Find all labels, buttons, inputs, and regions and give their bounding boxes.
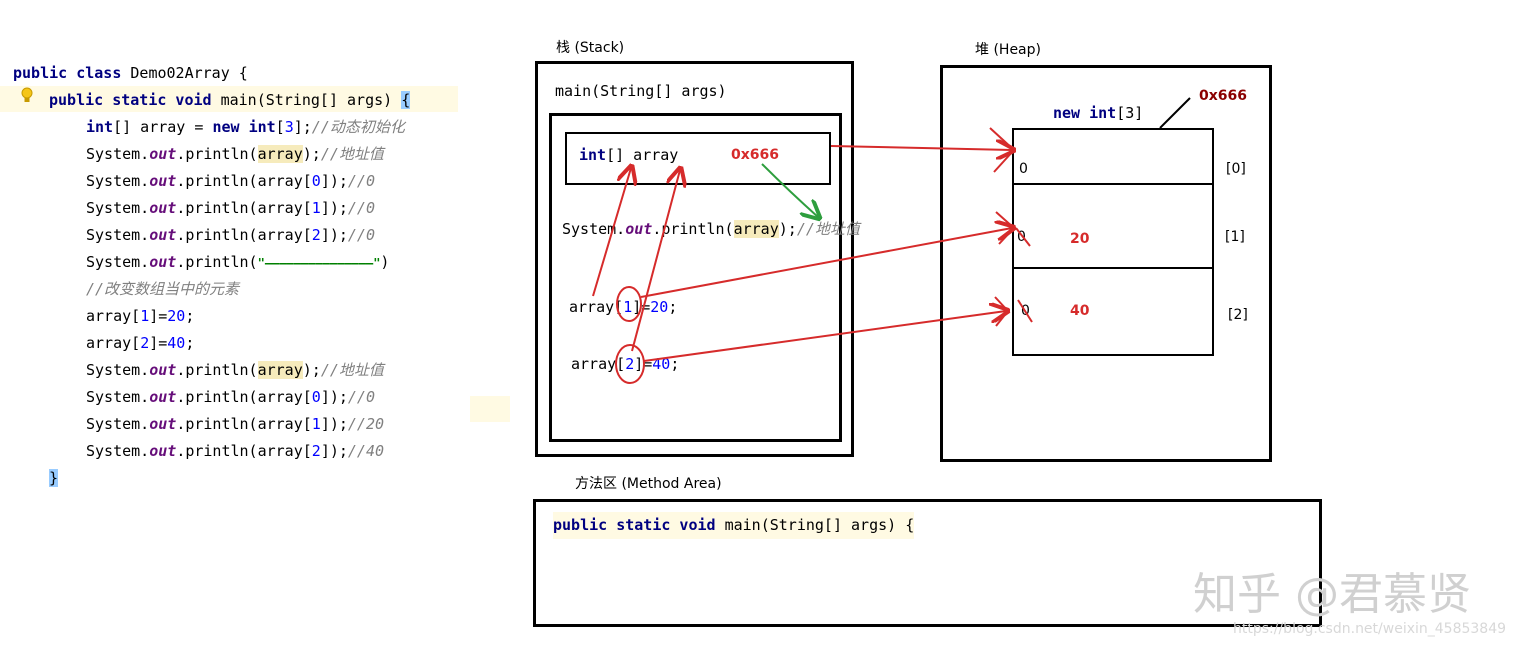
- code-line-14: System.out.println(array[1]);//20: [86, 415, 385, 433]
- code-line-13: System.out.println(array[0]);//0: [86, 388, 375, 406]
- code-line-main: public static void main(String[] args) {: [49, 91, 411, 109]
- circle-index-1: [616, 286, 642, 322]
- heap-cell-1-old: 0: [1017, 229, 1026, 245]
- code-line-class: public class Demo02Array {: [13, 64, 248, 82]
- heap-box: [940, 65, 1272, 462]
- code-line-7: System.out.println(array[2]);//0: [86, 226, 375, 244]
- current-line-highlight: [0, 86, 458, 112]
- heap-address: 0x666: [1199, 88, 1247, 104]
- arrow-index2-to-var: [631, 170, 680, 352]
- arrow-head-1-lower: [998, 227, 1015, 245]
- heap-cell-0-index: [0]: [1226, 161, 1246, 177]
- stack-frame-label: main(String[] args): [555, 82, 727, 100]
- stack-frame-box: [549, 113, 842, 442]
- code-line-6: System.out.println(array[1]);//0: [86, 199, 375, 217]
- arrow-head-1-upper: [995, 211, 1015, 229]
- arrow-head-0-upper: [989, 127, 1015, 151]
- lightbulb-icon[interactable]: [20, 87, 34, 105]
- heap-cell-2-index: [2]: [1228, 307, 1248, 323]
- code-line-15: System.out.println(array[2]);//40: [86, 442, 385, 460]
- heap-new-label: new int[3]: [1053, 104, 1144, 122]
- strike-cell-1-old: [1015, 227, 1031, 247]
- code-line-8: System.out.println("———————————————"): [86, 253, 390, 271]
- arrow-assign1-to-cell1: [640, 228, 1012, 298]
- method-area-title: 方法区 (Method Area): [575, 476, 722, 492]
- code-line-4: System.out.println(array);//地址值: [86, 145, 384, 163]
- code-line-9: //改变数组当中的元素: [86, 280, 240, 298]
- arrow-assign2-to-cell2: [643, 311, 1006, 362]
- heap-cell-2: [1012, 267, 1214, 356]
- code-line-5: System.out.println(array[0]);//0: [86, 172, 375, 190]
- code-line-3: int[] array = new int[3];//动态初始化: [86, 118, 405, 136]
- arrow-stack-to-heap: [830, 146, 1012, 150]
- heap-cell-2-value: 40: [1070, 303, 1090, 319]
- arrow-head-2-upper: [994, 296, 1009, 312]
- stack-variable-box: [565, 132, 831, 185]
- heap-title: 堆 (Heap): [975, 42, 1041, 58]
- arrow-head-0-lower: [993, 149, 1015, 173]
- watermark-url: https://blog.csdn.net/weixin_45853849: [1233, 621, 1507, 637]
- stack-variable-label: int[] array: [579, 146, 679, 164]
- stack-title: 栈 (Stack): [556, 40, 625, 56]
- arrow-head-2-lower: [995, 310, 1009, 327]
- method-area-box: [533, 499, 1322, 627]
- arrow-index1-to-var: [592, 168, 631, 297]
- code-line-12: System.out.println(array);//地址值: [86, 361, 384, 379]
- watermark: 知乎 @君慕贤: [1193, 569, 1471, 620]
- stack-box: [535, 61, 854, 457]
- stack-address: 0x666: [731, 147, 779, 163]
- method-area-code: public static void main(String[] args) {: [553, 512, 915, 539]
- stack-println-line: System.out.println(array);//地址值: [562, 220, 860, 238]
- code-line-11: array[2]=40;: [86, 334, 195, 352]
- stack-assign-2: array[2]=40;: [571, 355, 680, 373]
- heap-address-leader: [1159, 97, 1191, 129]
- arrow-address-to-println: [761, 163, 818, 217]
- code-line-10: array[1]=20;: [86, 307, 195, 325]
- code-line-close: }: [49, 469, 59, 487]
- heap-cell-0-old: 0: [1019, 161, 1028, 177]
- strike-cell-2-old: [1017, 299, 1033, 323]
- caret-line-highlight: [470, 396, 510, 422]
- circle-index-2: [615, 344, 645, 384]
- heap-cell-1-index: [1]: [1225, 229, 1245, 245]
- heap-cell-1-value: 20: [1070, 231, 1090, 247]
